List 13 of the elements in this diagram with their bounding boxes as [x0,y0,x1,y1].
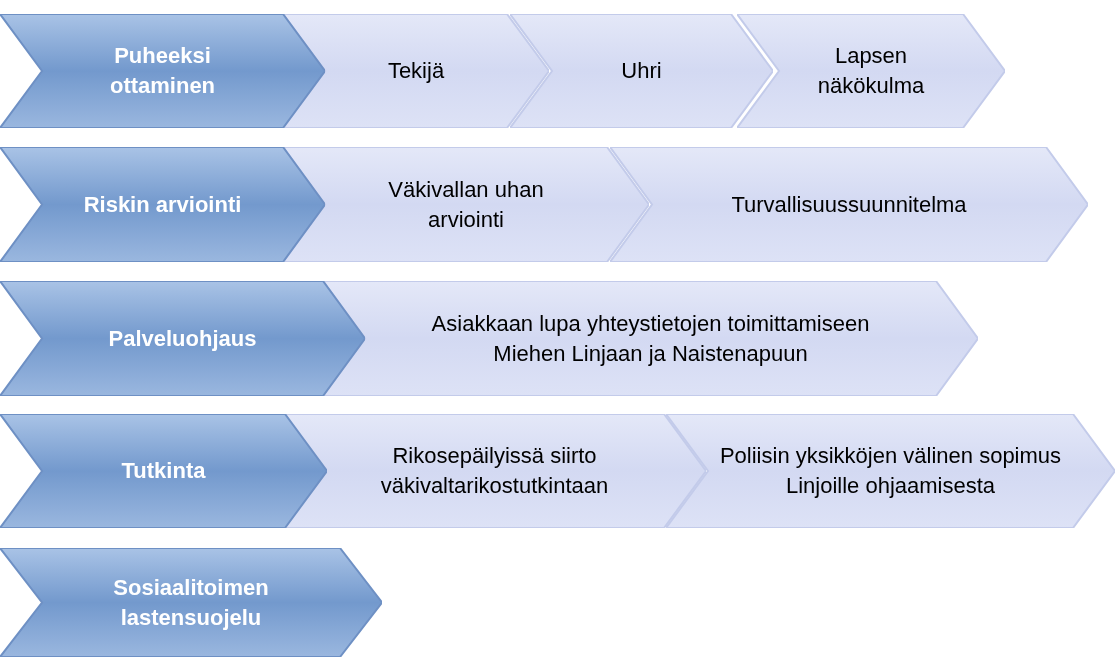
chevron-label: Tutkinta [121,457,206,485]
chevron-label: Uhri [621,57,662,85]
chevron-label: Sosiaalitoimen lastensuojelu [112,573,270,632]
chevron-label: Asiakkaan lupa yhteystietojen toimittamiseen Miehen Linjaan ja Naistenapuun [430,309,871,368]
chevron-label: Poliisin yksikköjen välinen sopimus Linjoille ohjaamisesta [718,442,1063,500]
chevron-label: Rikosepäilyissä siirto väkivaltarikostutkintaan [379,442,610,500]
chevron-label: Palveluohjaus [108,324,257,353]
chevron-label: Puheeksi ottaminen [108,42,217,100]
chevron-label: Tekijä [387,57,445,85]
chevron-label: Lapsen näkökulma [816,42,926,100]
chevron-label: Turvallisuussuunnitelma [731,190,967,219]
chevron-label: Riskin arviointi [83,190,242,219]
chevron-label: Väkivallan uhan arviointi [387,175,545,234]
